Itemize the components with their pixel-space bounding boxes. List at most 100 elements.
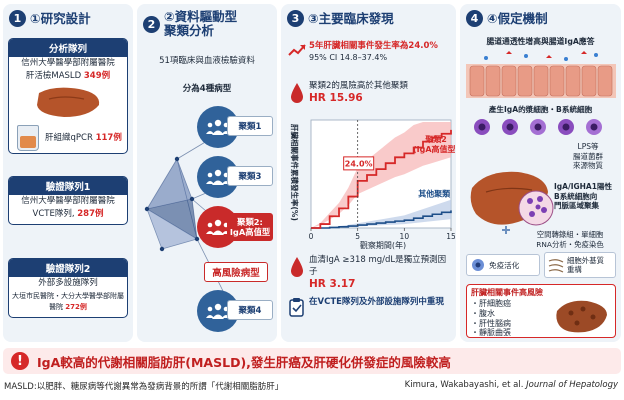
ecm-remodeling-box: 細胞外基質 重構 — [544, 252, 616, 278]
x-tick-label: 10 — [400, 232, 410, 241]
clipboard-check-icon — [289, 298, 304, 317]
high-risk-phenotype-badge: 高風險病型 — [204, 262, 268, 282]
qpcr-row: 肝組織qPCR 117例 — [9, 125, 127, 153]
analysis-cohort-type: 肝活檢MASLD — [25, 71, 82, 81]
analysis-cohort-heading: 分析隊列 — [9, 39, 127, 57]
gut-permeability-label: 腸道通透性增高與腸道IgA應答 — [486, 37, 595, 46]
panel1-header: 1 ①研究設計 — [9, 10, 91, 27]
liver-event-risk-box: 肝臟相關事件高風險 ・肝細胞癌 ・腹水 ・肝性腦病 ・靜脈曲張 — [466, 284, 616, 338]
cluster2-risk-text: 聚類2的風險高於其他聚類 — [309, 81, 408, 91]
iga-threshold-text: 血清IgA ≥318 mg/dL是獨立預測因子 — [309, 255, 447, 277]
series-label-cluster2: 聚類2(IgA高值型) — [413, 134, 455, 154]
series-label-other-clusters: 其他聚類 — [418, 189, 451, 199]
validation-cohort-1-n: 287例 — [77, 209, 104, 219]
lps-label: LPS等 腸道菌群 來源物質 — [573, 142, 603, 170]
annotation-label: 24.0% — [345, 159, 373, 168]
panel2-title-line2: 聚類分析 — [164, 23, 215, 38]
cluster-1-label: 聚類1 — [227, 116, 273, 136]
panel-mechanism: 4 ④假定機制 腸道通透性增高與腸道IgA應答 產生IgA的漿細胞・B系統細胞 … — [460, 4, 621, 342]
cluster2-confidence-band — [311, 121, 451, 228]
immune-activation-box: 免疫活化 — [466, 254, 540, 276]
panel2-number: 2 — [143, 15, 160, 33]
citation-journal: Journal of Hepatology — [526, 380, 618, 390]
clustering-output-label: 分為4種病型 — [182, 84, 232, 94]
trend-up-icon — [288, 44, 306, 56]
immune-activation-text: 免疫活化 — [489, 260, 520, 270]
plasma-cells-icon — [474, 119, 602, 135]
replication-text: 在VCTE隊列及外部設施隊列中重現 — [309, 297, 444, 307]
footer-citation: Kimura, Wakabayashi, et al. Journal of H… — [405, 380, 618, 390]
panel-clustering: 2 ②資料驅動型 聚類分析 51項臨床與血液檢驗資料 分為4種病型 聚類1 聚類… — [137, 4, 277, 342]
x-tick-label: 15 — [446, 232, 455, 241]
panel4-header: 4 ④假定機制 — [466, 10, 548, 27]
immune-cell-icon — [472, 259, 484, 271]
ecm-remodeling-text: 細胞外基質 重構 — [567, 256, 604, 274]
outcome-ascites: ・腹水 — [471, 309, 495, 318]
other-clusters-confidence-band — [311, 199, 451, 228]
footer-definition: MASLD:以肥胖、糖尿病等代謝異常為發病背景的所謂「代謝相關脂肪肝」 — [4, 382, 284, 392]
panel3-header: 3 ③主要臨床發現 — [287, 10, 394, 27]
cluster-3-icon — [197, 156, 239, 198]
panel4-number: 4 — [466, 10, 483, 27]
analysis-cohort-detail: 肝活檢MASLD 349例 — [9, 70, 127, 83]
annotation-box — [343, 156, 375, 171]
liver-biopsy-icon — [37, 87, 100, 117]
hr-cluster2: HR 15.96 — [309, 92, 363, 104]
panel3-number: 3 — [287, 10, 304, 27]
validation-cohort-1-heading: 驗證隊列1 — [9, 177, 127, 195]
chart-x-axis-label: 觀察期間(年) — [360, 240, 406, 250]
validation-cohort-2-n: 272例 — [65, 303, 87, 311]
series-line-other-clusters — [311, 210, 452, 229]
finding-incidence: 5年肝臟相關事件發生率為24.0% 95% CI 14.8–37.4% — [287, 40, 452, 64]
outcome-encephalopathy: ・肝性腦病 — [471, 319, 511, 328]
x-tick-label: 5 — [355, 232, 360, 241]
panel1-title: ①研究設計 — [30, 10, 91, 26]
finding-cluster2-risk: 聚類2的風險高於其他聚類 HR 15.96 — [287, 80, 452, 104]
validation-cohort-1-detail: VCTE隊列, 287例 — [9, 208, 127, 224]
exclamation-icon: ! — [11, 352, 29, 370]
finding-replication: 在VCTE隊列及外部設施隊列中重現 — [287, 296, 452, 317]
cluster-4-label: 聚類4 — [227, 300, 273, 320]
validation-cohort-1-card: 驗證隊列1 信州大學醫學部附屬醫院 VCTE隊列, 287例 — [8, 176, 128, 225]
panel-study-design: 1 ①研究設計 分析隊列 信州大學醫學部附屬醫院 肝活檢MASLD 349例 肝… — [3, 4, 133, 342]
validation-cohort-1-type: VCTE隊列, — [32, 209, 75, 219]
validation-cohort-2-detail: 大垣市民醫院・大分大學醫學部附屬醫院 272例 — [9, 290, 127, 317]
panel3-title: ③主要臨床發現 — [308, 10, 394, 26]
liver-event-risk-heading: 肝臟相關事件高風險 — [471, 288, 543, 297]
validation-cohort-2-setting: 外部多設施隊列 — [38, 278, 98, 288]
panel2-title-block: ②資料驅動型 聚類分析 — [164, 10, 237, 38]
blood-drop-icon — [291, 83, 303, 103]
blood-drop-icon — [291, 257, 303, 277]
spatial-analysis-label: 空間轉錄組・單細胞 RNA分析・免疫染色 — [536, 230, 604, 249]
plasma-cell-label: 產生IgA的漿細胞・B系統細胞 — [488, 105, 593, 114]
qpcr-n: 117例 — [95, 133, 122, 143]
panel4-title: ④假定機制 — [487, 10, 548, 26]
x-tick-label: 0 — [309, 232, 314, 241]
iga-b-cell-label: IgA/IGHA1陽性 B系統細胞向 門脈區域聚集 — [554, 182, 612, 210]
series-line-cluster2 — [311, 129, 452, 229]
panel2-title-line1: ②資料驅動型 — [164, 9, 238, 24]
cirrhotic-liver-icon — [556, 300, 607, 333]
outcome-varices: ・靜脈曲張 — [471, 328, 511, 337]
clustering-input-label: 51項臨床與血液檢驗資料 — [159, 56, 255, 66]
analysis-cohort-card: 分析隊列 信州大學醫學部附屬醫院 肝活檢MASLD 349例 肝組織qPCR 1… — [8, 38, 128, 154]
panel-clinical-findings: 3 ③主要臨床發現 5年肝臟相關事件發生率為24.0% 95% CI 14.8–… — [281, 4, 456, 342]
qpcr-label: 肝組織qPCR — [45, 133, 93, 143]
panel2-header: 2 ②資料驅動型 聚類分析 — [143, 10, 237, 38]
portal-region-icon — [518, 190, 554, 226]
gut-epithelium-icon — [466, 51, 616, 98]
analysis-cohort-hospital: 信州大學醫學部附屬醫院 — [21, 58, 115, 68]
cluster-2-label: 聚類2: IgA高值型 — [227, 213, 273, 241]
cluster-3-label: 聚類3 — [227, 166, 273, 186]
conclusion-text: IgA較高的代謝相關脂肪肝(MASLD),發生肝癌及肝硬化併發症的風險較高 — [37, 354, 451, 370]
outcome-hcc: ・肝細胞癌 — [471, 299, 511, 308]
finding-iga-threshold: 血清IgA ≥318 mg/dL是獨立預測因子 HR 3.17 — [287, 254, 452, 290]
citation-authors: Kimura, Wakabayashi, et al. — [404, 380, 524, 390]
hr-iga: HR 3.17 — [309, 278, 356, 290]
chart-plot-area: 24.0% 0 5 10 15 聚類2(IgA高值型) 其他聚類 — [309, 119, 455, 241]
validation-cohort-2-card: 驗證隊列2 外部多設施隊列 大垣市民醫院・大分大學醫學部附屬醫院 272例 — [8, 258, 128, 318]
validation-cohort-2-heading: 驗證隊列2 — [9, 259, 127, 277]
analysis-cohort-n: 349例 — [83, 71, 111, 81]
qpcr-label-row: 肝組織qPCR 117例 — [43, 132, 124, 145]
